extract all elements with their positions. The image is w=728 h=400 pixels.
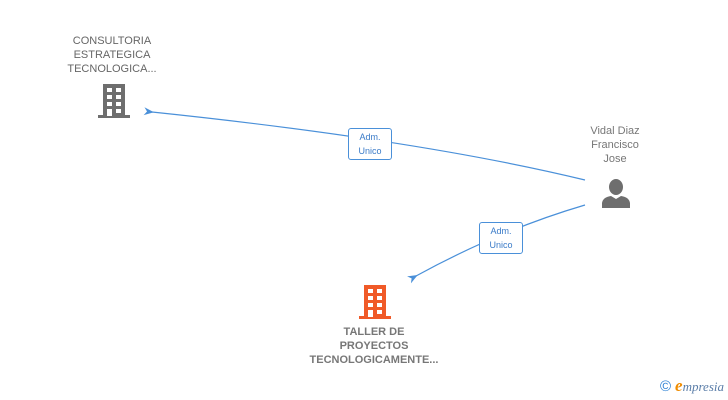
company-consultoria-label[interactable]: CONSULTORIA ESTRATEGICA TECNOLOGICA... [50,34,174,76]
building-icon[interactable] [359,285,391,319]
person-icon[interactable] [601,178,631,208]
copyright-icon: © [659,377,672,395]
label-line: Jose [603,153,627,165]
badge-line: Unico [489,240,513,250]
label-line: CONSULTORIA [72,35,152,47]
company-taller-label[interactable]: TALLER DE PROYECTOS TECNOLOGICAMENTE... [292,325,456,367]
edge-label-adm-unico: Adm. Unico [348,128,392,160]
label-line: TALLER DE [343,326,405,338]
badge-line: Adm. [359,132,381,142]
brand-rest: mpresia [682,379,724,394]
label-line: ESTRATEGICA [73,49,151,61]
edge-label-adm-unico: Adm. Unico [479,222,523,254]
brand-logo[interactable]: empresia [675,376,724,396]
brand-initial: e [675,376,683,395]
label-line: Francisco [591,139,639,151]
edge-person-to-consultoria [143,107,586,181]
label-line: TECNOLOGICAMENTE... [309,354,439,366]
badge-line: Adm. [490,226,512,236]
label-line: TECNOLOGICA... [67,63,157,75]
person-vidal-diaz-label[interactable]: Vidal Diaz Francisco Jose [570,124,660,166]
footer-brand: © empresia [660,376,724,396]
label-line: Vidal Diaz [590,125,640,137]
badge-line: Unico [358,146,382,156]
building-icon[interactable] [98,84,130,118]
label-line: PROYECTOS [339,340,409,352]
